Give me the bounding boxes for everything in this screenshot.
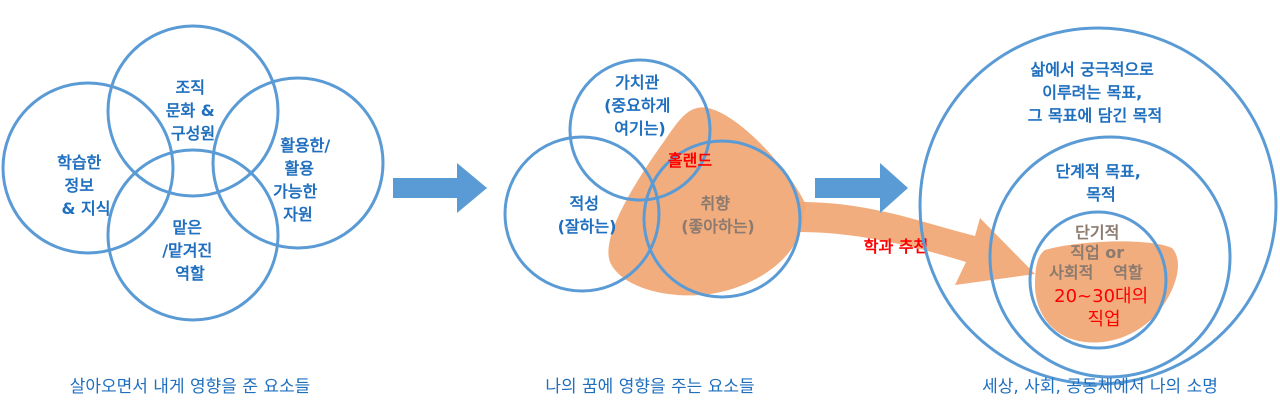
label-short-term: 단기적 직업 or 사회적 역할: [1049, 223, 1143, 282]
label-calling: 삶에서 궁극적으로 이루려는 목표, 그 목표에 담긴 목적: [1028, 60, 1162, 125]
arrow-right-icon: [815, 163, 908, 213]
circle-role: [106, 148, 280, 322]
label-values: 가치관 (중요하게 여기는): [604, 73, 676, 138]
label-stepwise-goals: 단계적 목표, 목적: [1056, 162, 1147, 204]
circle-resources: [211, 76, 385, 250]
circle-values: [568, 58, 712, 202]
label-job-20s-30s: 20~30대의 직업: [1054, 286, 1154, 330]
circle-aptitude: [503, 135, 661, 293]
major-recommendation-arrow: [800, 202, 1035, 285]
right-nested-circles: 삶에서 궁극적으로 이루려는 목표, 그 목표에 담긴 목적 단계적 목표, 목…: [918, 26, 1278, 397]
label-major-recommendation: 학과 추천: [864, 237, 928, 256]
circle-short-term: [1028, 210, 1168, 350]
arrow-right-icon: [393, 163, 487, 213]
circle-calling: [918, 26, 1278, 386]
circle-stepwise-goals: [988, 135, 1232, 379]
circle-knowledge: [1, 81, 175, 255]
label-role: 맡은 /맡겨진 역할: [162, 218, 218, 283]
label-interest: 취향 (좋아하는): [681, 194, 755, 236]
middle-venn: 가치관 (중요하게 여기는) 적성 (잘하는) 취향 (좋아하는) 홀랜드 학과…: [503, 58, 1035, 397]
holland-highlight: [608, 107, 806, 296]
label-holland: 홀랜드: [668, 151, 712, 170]
left-venn: 조직 문화 & 구성원 학습한 정보 & 지식 활용한/ 활용 가능한 자원 맡…: [1, 24, 385, 397]
label-knowledge: 학습한 정보 & 지식: [57, 153, 110, 218]
job-highlight: [1035, 241, 1179, 343]
circle-interest: [642, 139, 802, 299]
caption-middle: 나의 꿈에 영향을 주는 요소들: [545, 377, 754, 397]
label-aptitude: 적성 (잘하는): [558, 194, 617, 236]
caption-right: 세상, 사회, 공동체에서 나의 소명: [982, 377, 1218, 397]
caption-left: 살아오면서 내게 영향을 준 요소들: [70, 377, 311, 397]
circle-organization: [106, 24, 280, 198]
label-organization: 조직 문화 & 구성원: [166, 78, 221, 143]
label-resources: 활용한/ 활용 가능한 자원: [273, 136, 336, 224]
